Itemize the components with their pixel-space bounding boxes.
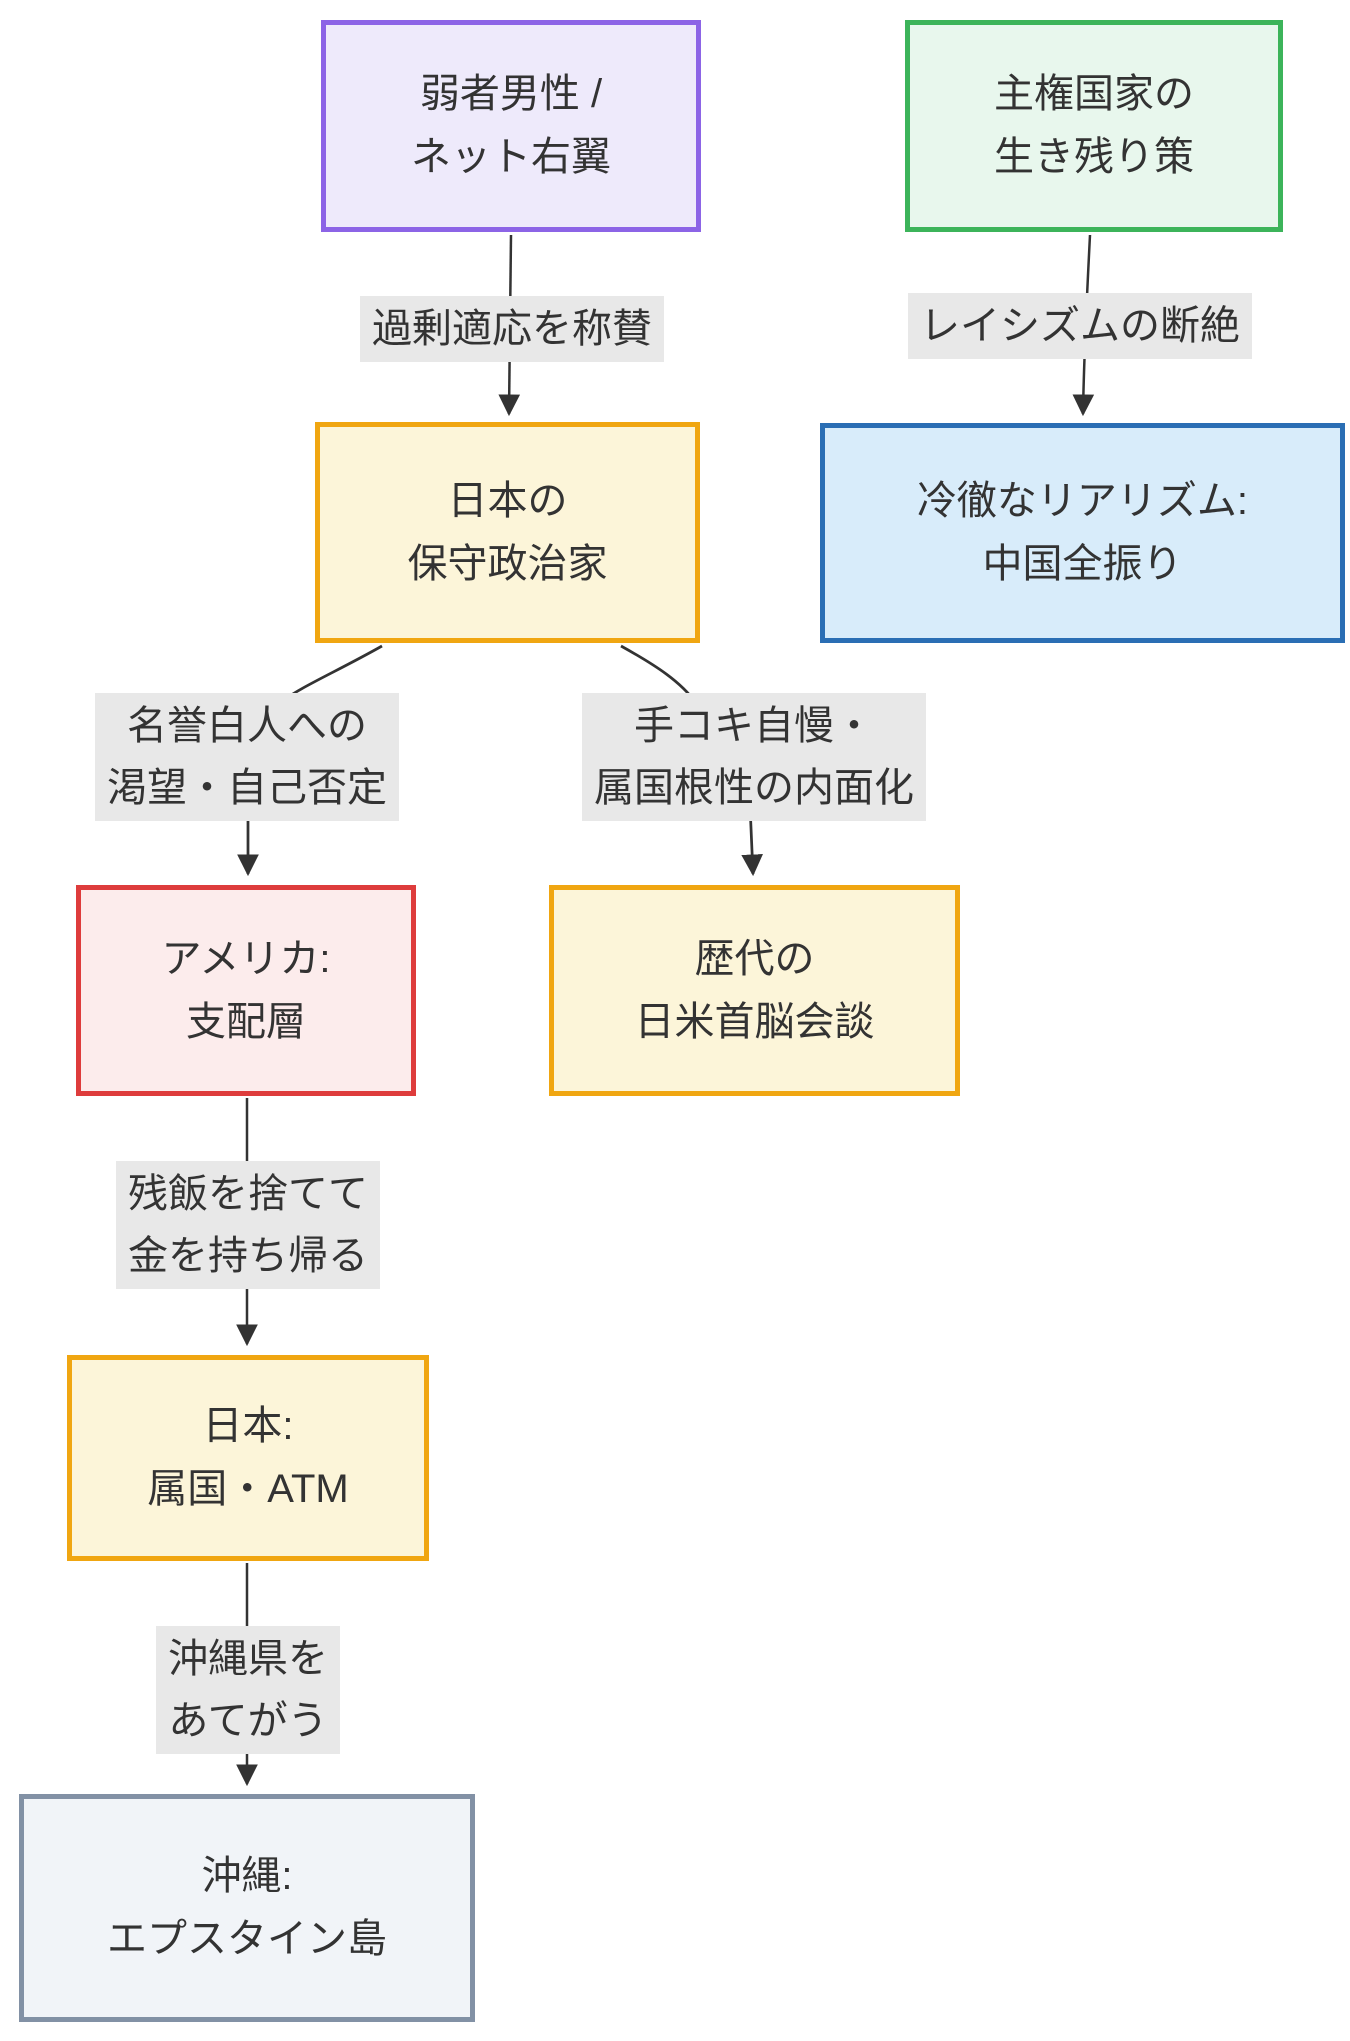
edge-label-line: あてがう xyxy=(168,1699,328,1743)
node-text-line: 日本の xyxy=(447,478,568,523)
node-sovereign-state-survival: 主権国家の 生き残り策 xyxy=(905,20,1283,232)
node-text-line: 属国・ATM xyxy=(147,1467,349,1511)
node-text-line: アメリカ: xyxy=(161,936,331,981)
edge-label-honorary-white-longing: 名誉白人への 渇望・自己否定 xyxy=(95,693,399,821)
node-text-line: 保守政治家 xyxy=(407,541,608,586)
node-cold-realism-china: 冷徹なリアリズム: 中国全振り xyxy=(820,423,1345,643)
edge-label-praise-overadaptation: 過剰適応を称賛 xyxy=(360,296,664,362)
edge-label-line: 名誉白人への xyxy=(127,704,367,748)
edge-label-line: 渇望・自己否定 xyxy=(107,766,387,810)
node-text-line: 日本: xyxy=(202,1404,294,1448)
node-text-line: エプスタイン島 xyxy=(107,1917,387,1961)
node-text-line: 弱者男性 / xyxy=(419,72,603,116)
edge-label-line: 金を持ち帰る xyxy=(128,1234,368,1278)
edge-label-line: 手コキ自慢・ xyxy=(634,704,874,748)
node-text-line: 主権国家の xyxy=(994,72,1194,116)
node-japan-conservative-politicians: 日本の 保守政治家 xyxy=(315,422,700,643)
edge-label-take-money-home: 残飯を捨てて 金を持ち帰る xyxy=(116,1161,380,1289)
node-text-line: 支配層 xyxy=(186,999,306,1044)
node-text-line: 沖縄: xyxy=(201,1854,293,1898)
edge-label-line: 残飯を捨てて xyxy=(128,1172,368,1216)
edge-label-line: 属国根性の内面化 xyxy=(594,766,914,810)
node-japan-vassal-atm: 日本: 属国・ATM xyxy=(67,1355,429,1561)
edge-label-vassal-mentality: 手コキ自慢・ 属国根性の内面化 xyxy=(582,693,926,821)
node-text-line: 生き残り策 xyxy=(994,135,1194,179)
edge-label-line: 沖縄県を xyxy=(168,1637,328,1681)
node-text-line: 日米首脳会談 xyxy=(634,999,875,1044)
node-america-ruling-class: アメリカ: 支配層 xyxy=(76,885,416,1096)
edge-label-line: 過剰適応を称賛 xyxy=(372,307,652,351)
edge-label-reject-racism: レイシズムの断絶 xyxy=(908,293,1252,359)
node-text-line: ネット右翼 xyxy=(411,135,611,179)
node-text-line: 冷徹なリアリズム: xyxy=(916,479,1249,523)
node-text-line: 歴代の xyxy=(694,936,815,981)
node-okinawa-epstein-island: 沖縄: エプスタイン島 xyxy=(19,1794,475,2022)
node-text-line: 中国全振り xyxy=(982,542,1183,586)
edge-label-allot-okinawa: 沖縄県を あてがう xyxy=(156,1626,340,1754)
node-weaker-men-net-right-wing: 弱者男性 / ネット右翼 xyxy=(321,20,701,232)
node-japan-us-summits: 歴代の 日米首脳会談 xyxy=(549,885,960,1096)
edge-label-line: レイシズムの断絶 xyxy=(920,304,1240,348)
